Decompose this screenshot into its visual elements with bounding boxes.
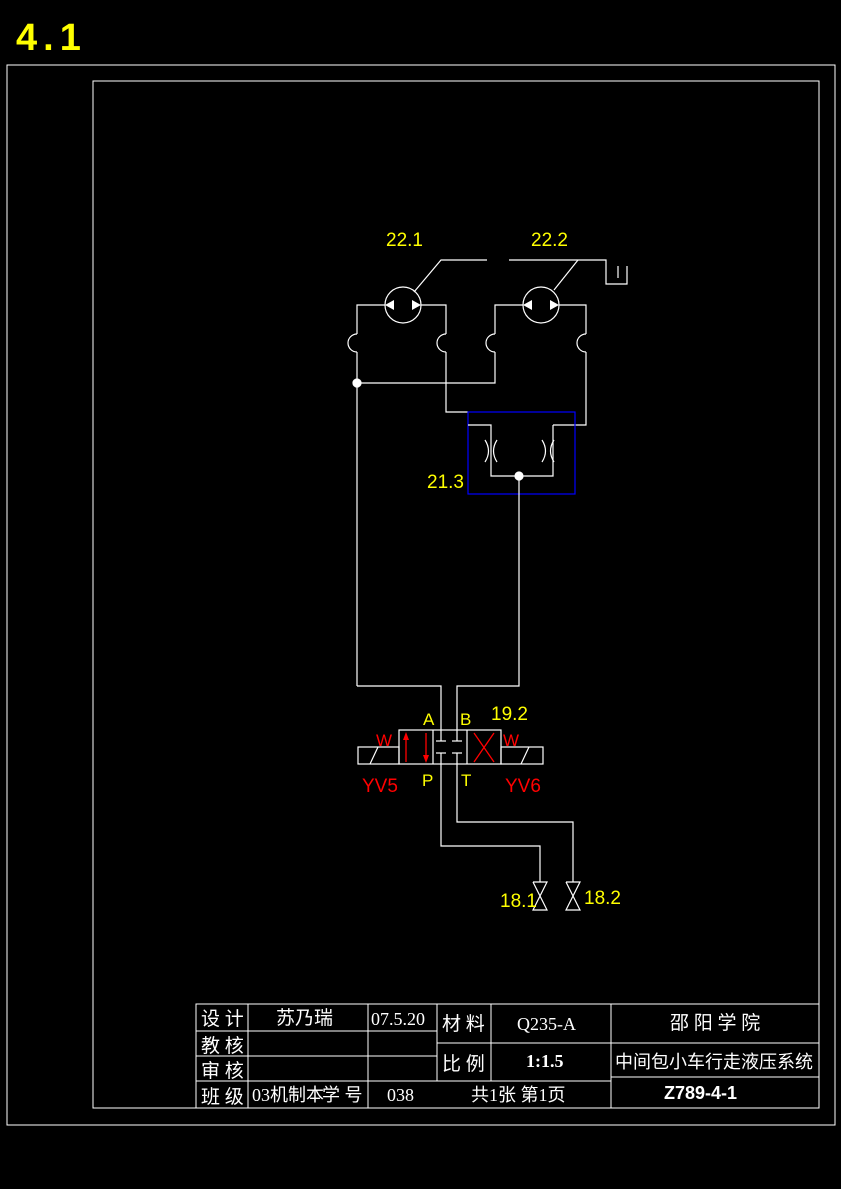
hydraulic-circuit [347, 259, 628, 911]
throttle-box [467, 411, 576, 495]
check-label-18-2: 18.2 [584, 888, 621, 909]
inner-frame [92, 80, 820, 1109]
title-block [195, 1003, 820, 1109]
tb-date: 07.5.20 [371, 1009, 425, 1029]
tb-design-label: 设 计 [201, 1008, 244, 1030]
solenoid-label-yv6: YV6 [505, 776, 541, 797]
tb-designer: 苏乃瑞 [276, 1007, 333, 1029]
motor-label-22-1: 22.1 [386, 230, 423, 251]
port-label-t: T [461, 771, 471, 790]
tb-material-label: 材 料 [442, 1013, 485, 1035]
check-valve-18-2 [565, 881, 581, 911]
tb-review-label: 审 核 [201, 1060, 244, 1082]
tb-scale-label: 比 例 [442, 1053, 485, 1075]
spring-label-left: W [376, 731, 392, 750]
tb-student-no-label: 学 号 [322, 1085, 363, 1105]
tb-school: 邵 阳 学 院 [670, 1012, 760, 1034]
tank-symbol [578, 259, 628, 285]
directional-valve-body [357, 729, 544, 765]
throttle-label-21-3: 21.3 [427, 472, 464, 493]
tb-drawing-title: 中间包小车行走液压系统 [615, 1052, 813, 1072]
drain-line [413, 259, 487, 293]
port-label-b: B [460, 710, 471, 729]
tb-material: Q235-A [517, 1014, 576, 1034]
motor-label-22-2: 22.2 [531, 230, 568, 251]
tb-class-label: 班 级 [201, 1086, 244, 1108]
motor-22-2-symbol [522, 286, 560, 324]
tb-class-value: 03机制本 [252, 1085, 324, 1105]
motor-22-1-symbol [384, 286, 422, 324]
check-label-18-1: 18.1 [500, 891, 537, 912]
port-label-a: A [423, 710, 435, 729]
valve-label-19-2: 19.2 [491, 704, 528, 725]
tb-scale: 1:1.5 [526, 1051, 564, 1071]
sheet-number: 4.1 [16, 17, 87, 59]
port-label-p: P [422, 771, 433, 790]
outer-frame [6, 64, 836, 1126]
valve-flow-arrows [403, 732, 495, 763]
tb-teacher-label: 教 核 [201, 1035, 244, 1057]
solenoid-label-yv5: YV5 [362, 776, 398, 797]
check-valve-18-1 [532, 881, 548, 911]
tb-drawing-code: Z789-4-1 [664, 1083, 737, 1103]
tb-sheets: 共1张 第1页 [471, 1085, 566, 1105]
spring-label-right: W [503, 731, 519, 750]
tb-student-no: 038 [387, 1085, 414, 1105]
